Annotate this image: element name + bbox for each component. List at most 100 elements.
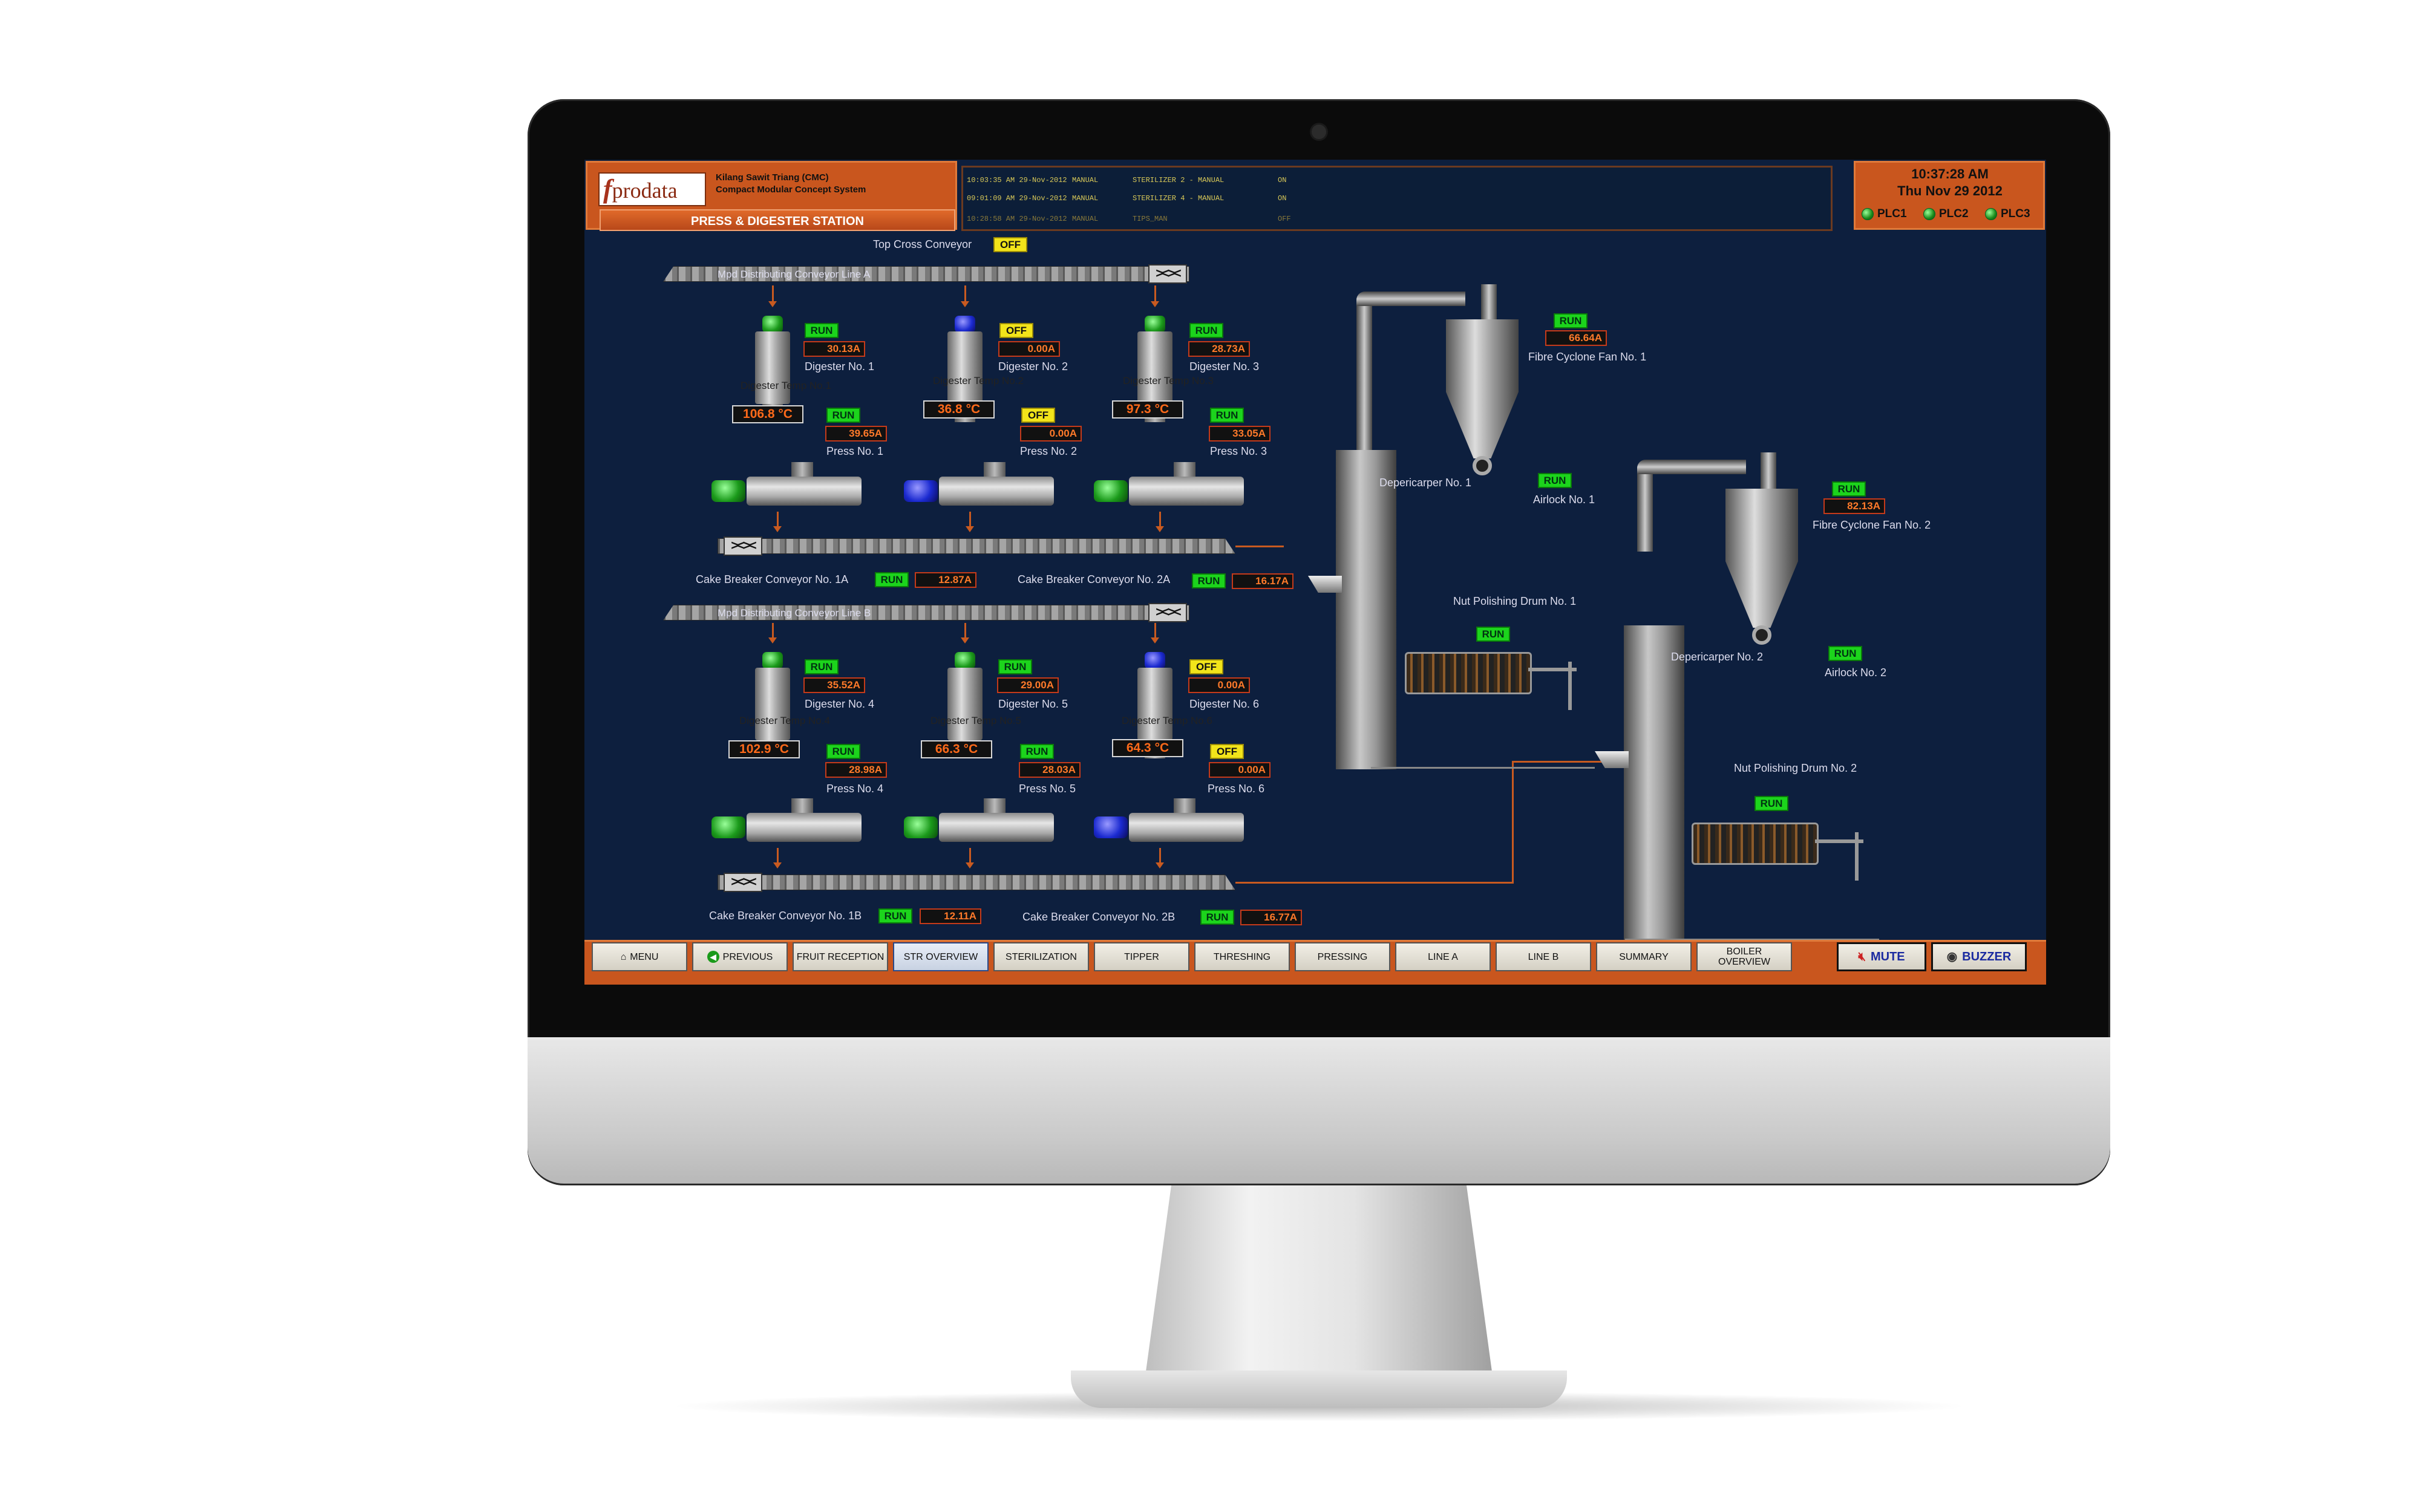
depericarper-2[interactable] xyxy=(1624,625,1684,940)
plc1-status: PLC1 xyxy=(1862,207,1907,221)
flow-arrow-icon xyxy=(1151,623,1159,644)
digester-4-temp: 102.9 °C xyxy=(728,740,800,758)
digester-6-label: Digester No. 6 xyxy=(1189,698,1260,710)
digester-1-status[interactable]: RUN xyxy=(805,323,839,338)
mdd-conveyor-a[interactable] xyxy=(663,266,1189,282)
top-cross-conveyor-status[interactable]: OFF xyxy=(993,237,1027,252)
press-1-amp: 39.65A xyxy=(825,426,887,442)
alarm-mode: MANUAL xyxy=(1072,194,1099,203)
digester-6-status[interactable]: OFF xyxy=(1189,659,1223,674)
digester-5-label: Digester No. 5 xyxy=(998,698,1068,710)
press-6-status[interactable]: OFF xyxy=(1210,744,1244,759)
buzzer-button[interactable]: ◉BUZZER xyxy=(1931,942,2027,971)
fibre-fan-2-status[interactable]: RUN xyxy=(1832,481,1866,497)
logo-letter: f xyxy=(603,174,612,204)
digester-1-temp-label: Digester Temp No.1 xyxy=(741,380,831,391)
mdd-conveyor-b-label: Mpd Distributing Conveyor Line B xyxy=(718,607,871,619)
summary-button[interactable]: SUMMARY xyxy=(1596,942,1692,971)
speaker-mute-icon: 🔇︎ xyxy=(1858,950,1866,963)
plc3-status: PLC3 xyxy=(1985,207,2030,221)
pressing-button[interactable]: PRESSING xyxy=(1295,942,1390,971)
cake-breaker-1b-status[interactable]: RUN xyxy=(878,908,912,924)
cake-breaker-a-conveyor[interactable] xyxy=(718,538,1235,554)
tipper-button[interactable]: TIPPER xyxy=(1094,942,1189,971)
nut-drum-2-status[interactable]: RUN xyxy=(1754,796,1788,811)
fruit-reception-button[interactable]: FRUIT RECEPTION xyxy=(793,942,888,971)
press-3-status[interactable]: RUN xyxy=(1210,408,1244,423)
sterilization-button[interactable]: STERILIZATION xyxy=(993,942,1089,971)
duct-pipe-1-top xyxy=(1356,292,1465,306)
digester-6-temp: 64.3 °C xyxy=(1112,739,1183,757)
flow-arrow-icon xyxy=(966,848,974,868)
cake-breaker-2b-status[interactable]: RUN xyxy=(1200,910,1234,925)
digester-2-status[interactable]: OFF xyxy=(999,323,1033,338)
duct-pipe-2-top xyxy=(1637,460,1746,474)
menu-label: MENU xyxy=(630,951,659,962)
press-1-machine[interactable] xyxy=(711,462,869,510)
fibre-cyclone-2[interactable] xyxy=(1725,489,1798,646)
fibre-fan-1-status[interactable]: RUN xyxy=(1554,313,1588,328)
depericarper-2-label: Depericarper No. 2 xyxy=(1671,651,1764,663)
station-title: PRESS & DIGESTER STATION xyxy=(600,209,955,231)
press-6-machine[interactable] xyxy=(1094,798,1251,847)
flow-line xyxy=(1512,761,1603,763)
duct-pipe-1 xyxy=(1356,300,1372,457)
str-overview-button[interactable]: STR OVERVIEW xyxy=(893,942,989,971)
press-4-status[interactable]: RUN xyxy=(826,744,860,759)
nut-drum-1-status[interactable]: RUN xyxy=(1476,627,1510,642)
flow-arrow-icon xyxy=(768,285,777,307)
press-5-machine[interactable] xyxy=(904,798,1061,847)
cake-breaker-1a-amp: 12.87A xyxy=(915,572,976,588)
previous-button[interactable]: ◀PREVIOUS xyxy=(692,942,788,971)
prodata-logo: fprodata xyxy=(598,172,706,206)
press-6-label: Press No. 6 xyxy=(1208,783,1265,795)
airlock-1-status[interactable]: RUN xyxy=(1538,473,1572,488)
press-3-label: Press No. 3 xyxy=(1210,445,1267,457)
alarm-time: 10:28:58 AM 29-Nov-2012 xyxy=(967,215,1067,223)
press-2-status[interactable]: OFF xyxy=(1021,408,1055,423)
nut-drum-1-label: Nut Polishing Drum No. 1 xyxy=(1453,595,1577,607)
digester-4-status[interactable]: RUN xyxy=(805,659,839,674)
menu-button[interactable]: ⌂MENU xyxy=(592,942,687,971)
threshing-button[interactable]: THRESHING xyxy=(1194,942,1290,971)
header-left-panel: fprodata Kilang Sawit Triang (CMC) Compa… xyxy=(586,161,957,231)
press-3-machine[interactable] xyxy=(1094,462,1251,510)
cake-breaker-b-conveyor[interactable] xyxy=(718,875,1235,890)
cake-breaker-1b-amp: 12.11A xyxy=(920,908,981,924)
fibre-cyclone-1[interactable] xyxy=(1446,319,1519,477)
digester-6-temp-label: Digester Temp No.6 xyxy=(1122,715,1212,726)
digester-1-temp: 106.8 °C xyxy=(732,405,803,423)
alarm-list[interactable]: 10:03:35 AM 29-Nov-2012 MANUAL STERILIZE… xyxy=(961,166,1833,231)
digester-4-amp: 35.52A xyxy=(803,677,865,693)
press-5-status[interactable]: RUN xyxy=(1020,744,1054,759)
digester-5-status[interactable]: RUN xyxy=(998,659,1032,674)
digester-3-status[interactable]: RUN xyxy=(1189,323,1223,338)
cake-breaker-1a-label: Cake Breaker Conveyor No. 1A xyxy=(696,573,849,585)
cake-breaker-1a-status[interactable]: RUN xyxy=(875,572,909,587)
press-6-amp: 0.00A xyxy=(1209,762,1270,778)
airlock-2-status[interactable]: RUN xyxy=(1828,646,1862,661)
cake-breaker-2a-label: Cake Breaker Conveyor No. 2A xyxy=(1018,573,1171,585)
digester-6-amp: 0.00A xyxy=(1188,677,1250,693)
depericarper-1[interactable] xyxy=(1336,450,1396,769)
nut-polishing-drum-2[interactable] xyxy=(1692,823,1819,865)
mute-button[interactable]: 🔇︎MUTE xyxy=(1837,942,1926,971)
line-b-button[interactable]: LINE B xyxy=(1496,942,1591,971)
nut-polishing-drum-1[interactable] xyxy=(1405,652,1532,694)
press-1-status[interactable]: RUN xyxy=(826,408,860,423)
cake-breaker-2a-status[interactable]: RUN xyxy=(1192,573,1226,588)
mdd-conveyor-b[interactable] xyxy=(663,605,1189,621)
digester-3-temp: 97.3 °C xyxy=(1112,400,1183,419)
line-a-button[interactable]: LINE A xyxy=(1395,942,1491,971)
alarm-state: ON xyxy=(1278,176,1287,184)
flow-arrow-icon xyxy=(1151,285,1159,307)
back-arrow-icon: ◀ xyxy=(707,951,719,963)
press-2-label: Press No. 2 xyxy=(1020,445,1078,457)
press-4-machine[interactable] xyxy=(711,798,869,847)
flow-line xyxy=(1235,546,1284,547)
top-cross-conveyor-label: Top Cross Conveyor xyxy=(873,238,972,250)
cake-breaker-1b-label: Cake Breaker Conveyor No. 1B xyxy=(709,910,862,922)
flow-arrow-icon xyxy=(1156,512,1164,532)
boiler-overview-button[interactable]: BOILER OVERVIEW xyxy=(1696,942,1792,971)
press-2-machine[interactable] xyxy=(904,462,1061,510)
